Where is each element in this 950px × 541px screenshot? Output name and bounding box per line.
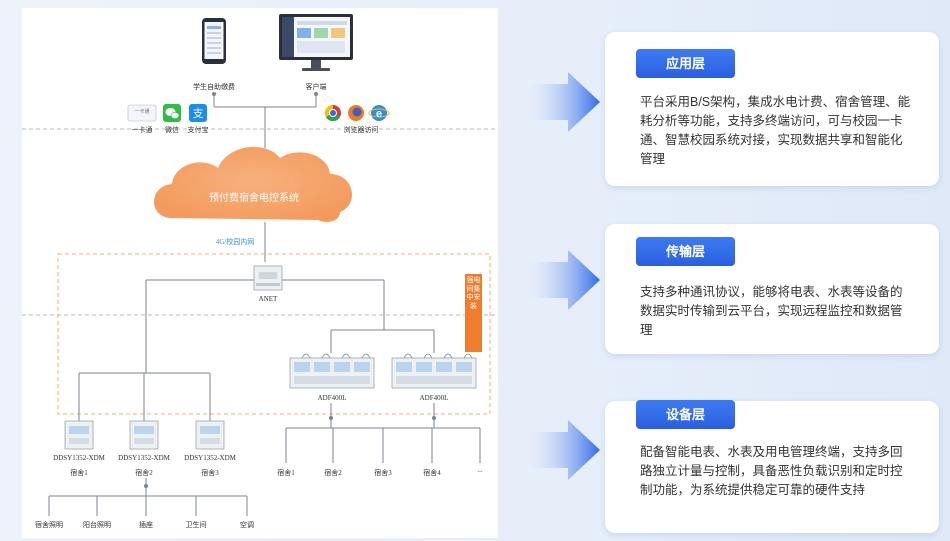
svg-text:e: e bbox=[376, 108, 382, 120]
ie-icon: e bbox=[368, 105, 390, 121]
student-pay-label: 学生自助缴费 bbox=[193, 83, 235, 91]
network-label: 4G/校园内网 bbox=[215, 238, 255, 246]
dorm-label-2: 宿舍2 bbox=[135, 469, 153, 477]
load-label-bathroom: 卫生间 bbox=[185, 521, 207, 529]
load-label-balcony: 阳台照明 bbox=[83, 521, 111, 529]
load-label-socket: 插座 bbox=[139, 521, 153, 529]
cloud-icon bbox=[154, 146, 353, 222]
badge-transport-layer: 传输层 bbox=[636, 237, 735, 266]
ddsy-meter-1 bbox=[64, 420, 94, 450]
anet-connectors bbox=[48, 279, 481, 516]
adf1-label: ADF400L bbox=[317, 394, 347, 402]
adf400l-unit-2 bbox=[391, 353, 477, 389]
right-dorm-label-1: 宿舍1 bbox=[277, 469, 295, 477]
alipay-label: 支付宝 bbox=[187, 126, 209, 134]
one-card-label: 一卡通 bbox=[131, 126, 153, 134]
arrow-icon-app bbox=[522, 72, 600, 132]
svg-text:支: 支 bbox=[193, 107, 204, 120]
badge-application-layer: 应用层 bbox=[636, 49, 735, 78]
chrome-icon bbox=[324, 104, 341, 122]
anet-label: ANET bbox=[258, 295, 278, 303]
badge-device-layer: 设备层 bbox=[636, 400, 735, 429]
diagram-canvas: 支 e bbox=[22, 14, 498, 516]
install-tag-label: 强电间集中安装 bbox=[466, 276, 481, 310]
anet-device bbox=[253, 265, 283, 291]
text-transport-layer: 支持多种通讯协议，能够将电表、水表等设备的数据实时传输到云平台，实现远程监控和数… bbox=[640, 285, 903, 337]
ddsy-meter-2 bbox=[129, 420, 159, 450]
install-tag bbox=[465, 274, 482, 352]
client-label: 客户端 bbox=[305, 83, 327, 91]
dorm-label-1: 宿舍1 bbox=[70, 469, 88, 477]
architecture-diagram: 支 e bbox=[22, 8, 498, 538]
meter-model-2: DDSY1352-XDM bbox=[118, 454, 170, 462]
arrow-icon-transport bbox=[522, 250, 600, 310]
one-card-icon bbox=[127, 104, 157, 122]
meter-model-1: DDSY1352-XDM bbox=[53, 454, 105, 462]
more-dorms-label: ... bbox=[477, 466, 483, 474]
alipay-icon: 支 bbox=[189, 104, 207, 122]
wechat-icon bbox=[163, 104, 181, 122]
monitor-icon bbox=[279, 14, 353, 71]
load-label-lighting: 宿舍照明 bbox=[35, 521, 63, 529]
right-dorm-label-2: 宿舍2 bbox=[324, 469, 342, 477]
dorm-label-3: 宿舍3 bbox=[201, 469, 219, 477]
phone-icon bbox=[202, 18, 226, 64]
load-label-ac: 空调 bbox=[240, 521, 254, 529]
browser-access-label: 浏览器访问 bbox=[343, 126, 379, 134]
top-connectors bbox=[213, 94, 317, 148]
text-application-layer: 平台采用B/S架构，集成水电计费、宿舍管理、能耗分析等功能，支持多终端访问，可与… bbox=[640, 95, 911, 166]
text-device-layer: 配备智能电表、水表及用电管理终端，支持多回路独立计量与控制，具备恶性负载识别和定… bbox=[640, 445, 903, 497]
adf400l-unit-1 bbox=[289, 353, 375, 389]
right-dorm-label-3: 宿舍3 bbox=[374, 469, 392, 477]
one-card-icon-text: 一卡通 bbox=[134, 110, 150, 115]
ddsy-meter-3 bbox=[195, 420, 225, 450]
cloud-system-label: 预付费宿舍电控系统 bbox=[209, 193, 299, 204]
installation-frame bbox=[57, 253, 491, 415]
adf2-label: ADF400L bbox=[419, 394, 449, 402]
arrow-icon-device bbox=[522, 420, 600, 480]
right-dorm-label-4: 宿舍4 bbox=[423, 469, 441, 477]
firefox-icon bbox=[348, 105, 364, 121]
wechat-label: 微信 bbox=[165, 126, 179, 134]
meter-model-3: DDSY1352-XDM bbox=[184, 454, 236, 462]
